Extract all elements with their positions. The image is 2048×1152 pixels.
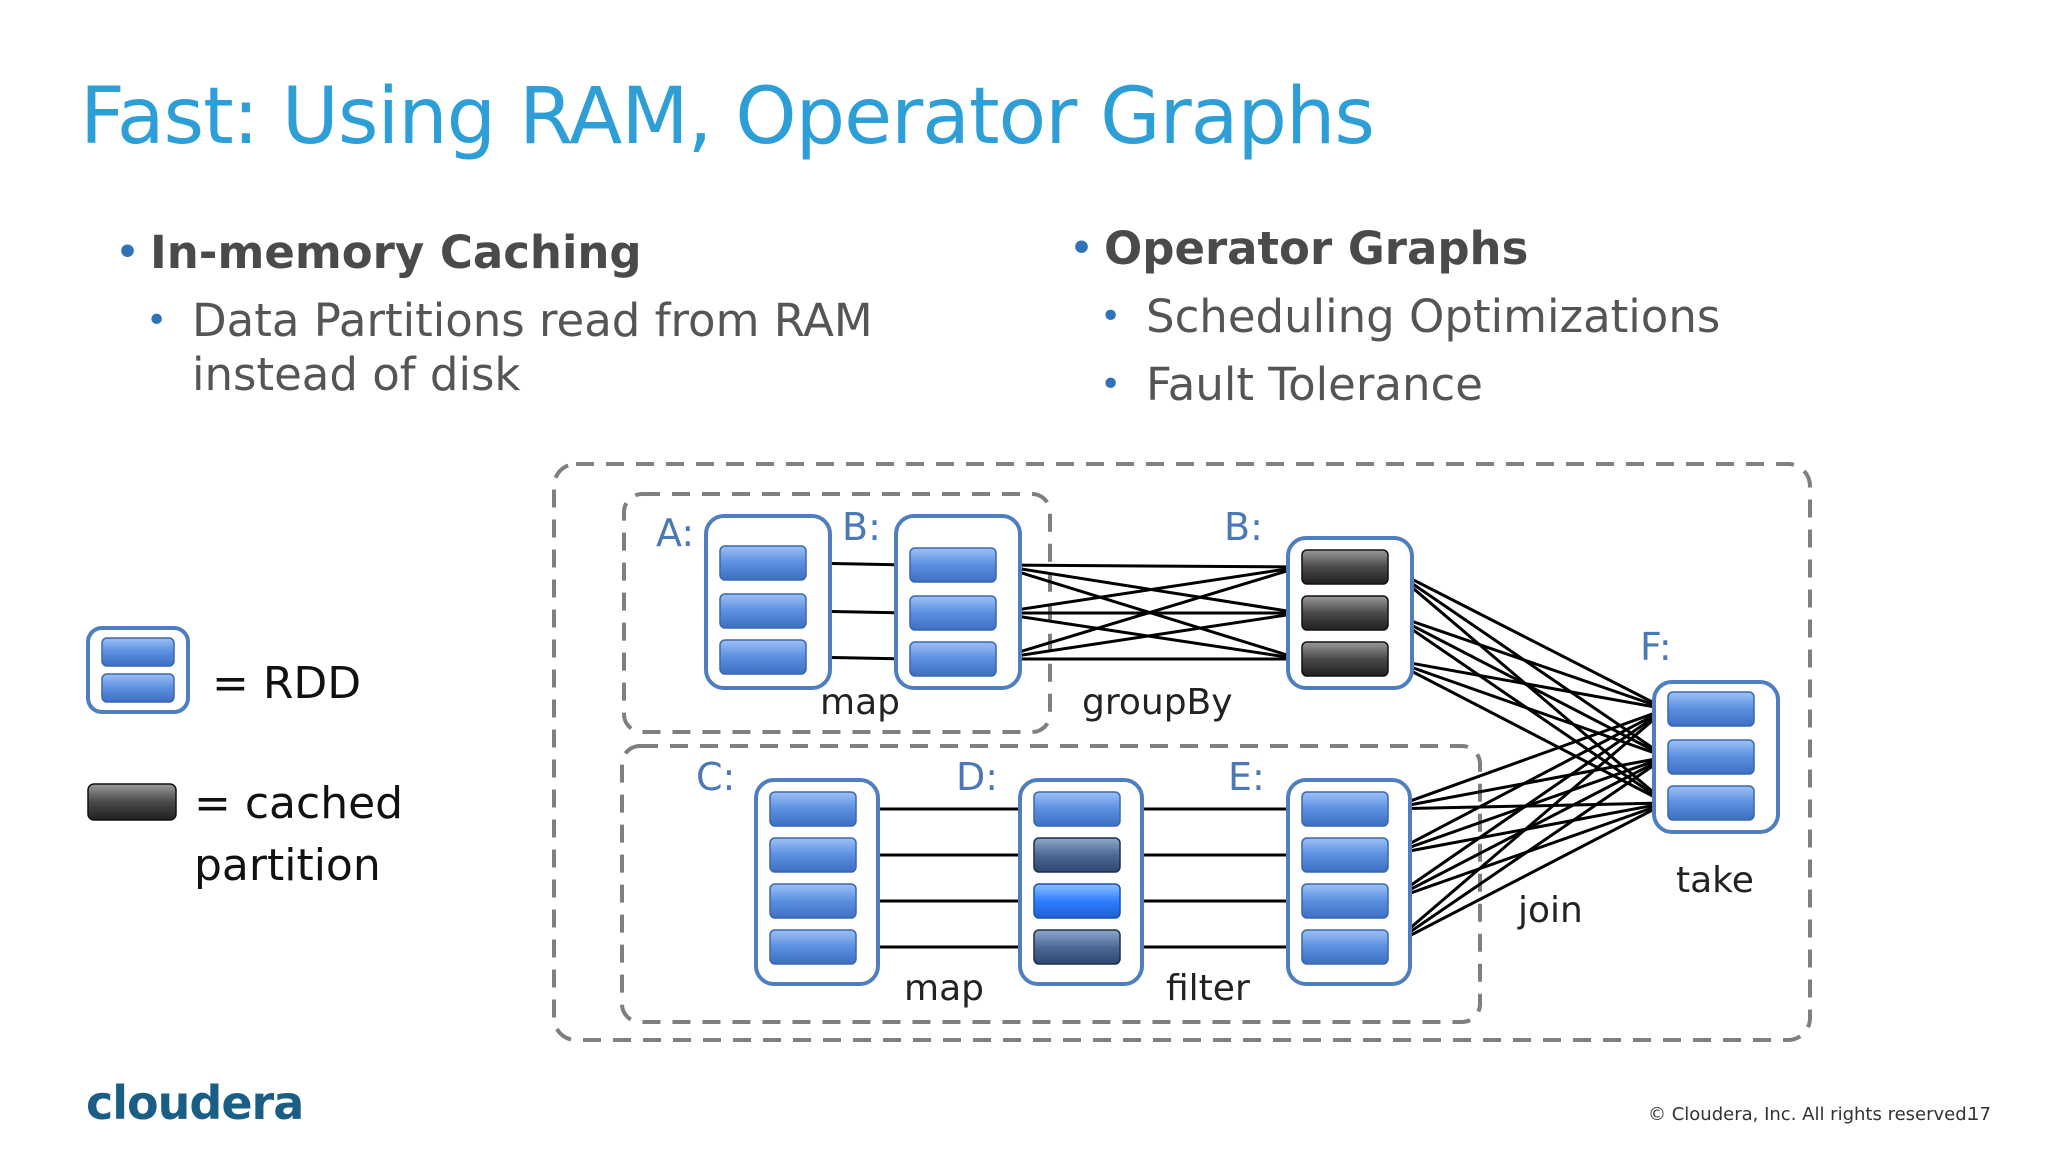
rdd-a — [704, 514, 832, 690]
legend-partition-label: partition — [194, 840, 381, 891]
partition — [769, 791, 857, 827]
partition — [719, 545, 807, 581]
operator-graphs-list: Operator Graphs Scheduling Optimizations… — [1070, 222, 1810, 412]
partition — [909, 595, 997, 631]
rdd-b-mapped — [894, 514, 1022, 690]
dependency-edge — [1387, 801, 1667, 949]
cached-partition — [1301, 549, 1389, 585]
partition — [101, 637, 175, 667]
rdd-label-b-mapped: B: — [842, 505, 881, 549]
partition — [1033, 791, 1121, 827]
partition — [1301, 929, 1389, 965]
rdd-label-e: E: — [1228, 755, 1265, 799]
partition — [719, 593, 807, 629]
cached-partition — [1301, 641, 1389, 677]
dependency-edge — [1387, 657, 1667, 805]
dependency-edge — [1387, 755, 1667, 949]
cached-partition — [1033, 929, 1121, 965]
legend-cached-icon — [87, 783, 177, 821]
legend-rdd-label: = RDD — [212, 658, 361, 709]
partition — [909, 547, 997, 583]
op-label-filter: filter — [1166, 968, 1250, 1009]
dependency-edge — [995, 610, 1301, 661]
partition — [909, 641, 997, 677]
cloudera-logo: cloudera — [86, 1076, 304, 1130]
op-label-groupby: groupBy — [1082, 682, 1233, 723]
dependency-edge — [1387, 707, 1667, 949]
partition — [1301, 883, 1389, 919]
rdd-e — [1286, 778, 1412, 986]
legend-cached-label: = cached — [194, 778, 403, 829]
rdd-label-c: C: — [696, 755, 735, 799]
op-label-map-top: map — [820, 682, 900, 723]
partition — [769, 929, 857, 965]
page-number: 17 — [1968, 1104, 1991, 1125]
copyright-notice: © Cloudera, Inc. All rights reserved. — [1648, 1104, 1973, 1125]
op-label-map-bottom: map — [904, 968, 984, 1009]
partition — [769, 837, 857, 873]
slide-title: Fast: Using RAM, Operator Graphs — [80, 72, 1375, 162]
dependency-edge — [1387, 565, 1667, 711]
rdd-label-a: A: — [656, 511, 694, 555]
dependency-edges — [805, 560, 1667, 951]
op-label-take: take — [1676, 860, 1754, 901]
data-partitions-bullet: Data Partitions read from RAM instead of… — [116, 294, 976, 402]
dependency-edge — [1387, 707, 1667, 811]
rdd-c — [754, 778, 880, 986]
rdd-f — [1652, 680, 1780, 834]
cached-partition — [1301, 595, 1389, 631]
fault-tolerance-bullet: Fault Tolerance — [1070, 358, 1810, 412]
partition — [719, 639, 807, 675]
cached-partition — [1033, 837, 1121, 873]
dependency-edge — [995, 564, 1301, 615]
in-memory-caching-list: In-memory Caching Data Partitions read f… — [116, 226, 976, 402]
dependency-edge — [995, 562, 1301, 571]
partition — [769, 883, 857, 919]
dependency-edge — [1387, 707, 1667, 857]
rdd-d — [1018, 778, 1144, 986]
rdd-label-d: D: — [956, 755, 998, 799]
partition — [1667, 785, 1755, 821]
operator-graphs-heading: Operator Graphs — [1070, 222, 1810, 276]
scheduling-optimizations-bullet: Scheduling Optimizations — [1070, 290, 1810, 344]
dependency-edge — [1387, 707, 1667, 903]
stage-outer-box — [552, 462, 1812, 1042]
dependency-edge — [995, 565, 1301, 661]
partition — [1301, 791, 1389, 827]
rdd-label-b-grouped: B: — [1224, 505, 1263, 549]
partition — [1301, 837, 1389, 873]
rdd-b-grouped — [1286, 536, 1414, 690]
partition — [1667, 739, 1755, 775]
op-label-join: join — [1517, 890, 1583, 931]
dependency-edge — [1387, 657, 1667, 759]
partition — [101, 673, 175, 703]
dependency-edge — [1387, 657, 1667, 712]
dependency-edge — [1387, 611, 1667, 711]
in-memory-caching-heading: In-memory Caching — [116, 226, 976, 280]
legend-rdd-icon — [86, 626, 190, 714]
partition — [1033, 883, 1121, 919]
rdd-label-f: F: — [1640, 625, 1672, 669]
partition — [1667, 691, 1755, 727]
